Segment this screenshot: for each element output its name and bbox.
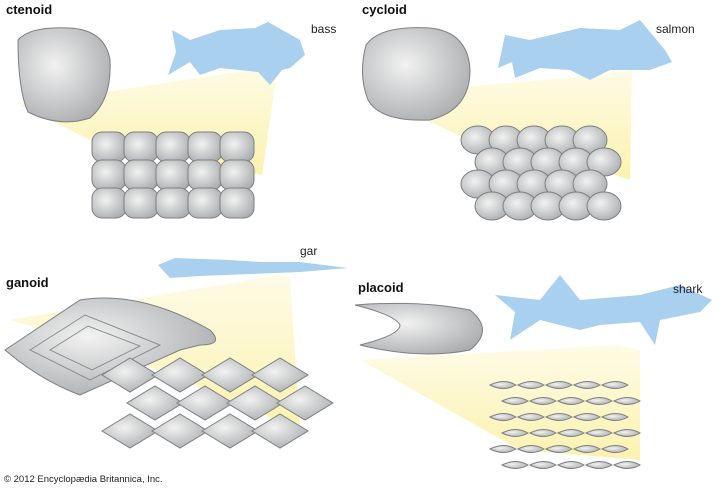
- scale: [101, 413, 159, 449]
- shark-silhouette: [495, 275, 712, 345]
- gar-silhouette: [158, 258, 348, 278]
- scale: [123, 187, 159, 219]
- scale: [544, 381, 573, 389]
- scale: [500, 429, 529, 437]
- scale: [584, 461, 613, 469]
- scale: [528, 397, 557, 405]
- scale: [572, 381, 601, 389]
- scale: [612, 429, 641, 437]
- scale: [91, 159, 127, 191]
- placoid-scale-grid: [488, 381, 641, 469]
- scale: [584, 397, 613, 405]
- scale: [219, 131, 255, 163]
- scale: [219, 187, 255, 219]
- scale: [612, 461, 641, 469]
- scale: [123, 131, 159, 163]
- scale: [251, 357, 309, 393]
- placoid-scale: [354, 302, 483, 355]
- scale: [528, 429, 557, 437]
- scale: [187, 131, 223, 163]
- scale: [155, 187, 191, 219]
- ctenoid-scale: [17, 27, 111, 123]
- ctenoid-scale-grid: [91, 131, 255, 219]
- scale: [251, 413, 309, 449]
- scale: [556, 397, 585, 405]
- ganoid-scale: [4, 297, 217, 396]
- salmon-silhouette: [498, 20, 672, 80]
- label-gar: gar: [300, 244, 318, 258]
- scale: [612, 397, 641, 405]
- scale: [219, 159, 255, 191]
- scale: [151, 413, 209, 449]
- scale: [91, 187, 127, 219]
- scale: [155, 131, 191, 163]
- ganoid-scale-ridges: [28, 314, 162, 381]
- label-placoid: placoid: [358, 280, 404, 295]
- scale: [572, 413, 601, 421]
- scale: [600, 381, 629, 389]
- scale: [586, 191, 622, 221]
- ganoid-scale-grid: [101, 357, 334, 449]
- bass-silhouette: [168, 22, 305, 85]
- label-ganoid: ganoid: [6, 275, 49, 290]
- scale: [600, 445, 629, 453]
- label-shark: shark: [673, 282, 703, 296]
- label-bass: bass: [311, 22, 337, 36]
- copyright-credit: © 2012 Encyclopædia Britannica, Inc.: [4, 474, 163, 485]
- scale: [488, 381, 517, 389]
- scale: [516, 445, 545, 453]
- scale: [556, 461, 585, 469]
- scale: [488, 413, 517, 421]
- scale: [187, 187, 223, 219]
- scale: [600, 413, 629, 421]
- scale: [187, 159, 223, 191]
- label-salmon: salmon: [656, 22, 695, 36]
- scale: [528, 461, 557, 469]
- scale: [500, 461, 529, 469]
- scale: [488, 445, 517, 453]
- label-cycloid: cycloid: [362, 2, 407, 17]
- scale: [201, 413, 259, 449]
- cycloid-scale: [362, 27, 471, 121]
- scale: [500, 397, 529, 405]
- scale: [516, 381, 545, 389]
- scale: [572, 445, 601, 453]
- scale: [276, 385, 334, 421]
- scale: [544, 413, 573, 421]
- scale: [155, 159, 191, 191]
- label-ctenoid: ctenoid: [6, 2, 53, 17]
- scale: [123, 159, 159, 191]
- scale: [544, 445, 573, 453]
- scale: [126, 385, 184, 421]
- scale: [91, 131, 127, 163]
- cycloid-scale-grid: [460, 125, 622, 221]
- scale: [516, 413, 545, 421]
- scale: [556, 429, 585, 437]
- scale: [584, 429, 613, 437]
